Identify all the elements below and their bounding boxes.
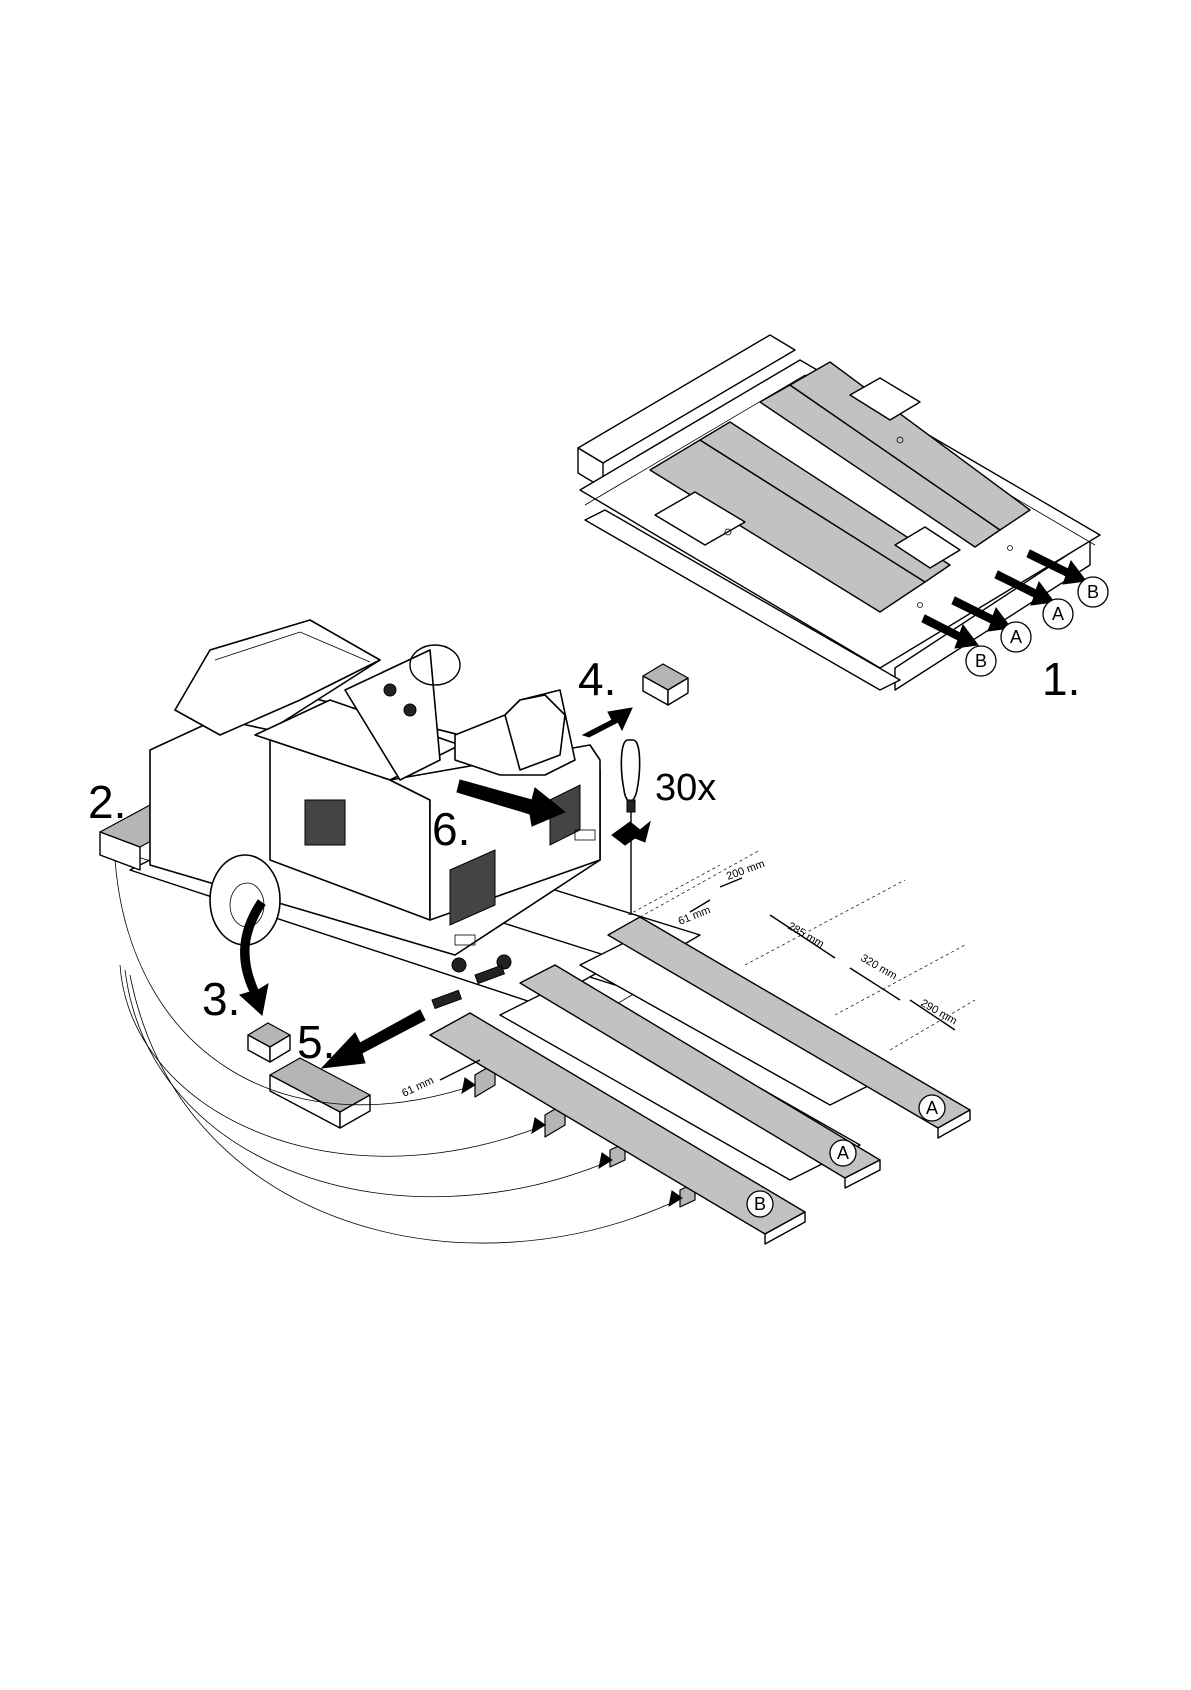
svg-text:A: A xyxy=(1010,627,1022,647)
dimension-61mm-bottom: 61 mm xyxy=(400,1075,436,1100)
step-2-label: 2. xyxy=(88,776,126,828)
svg-text:A: A xyxy=(1052,604,1064,624)
dimension-290mm: 290 mm xyxy=(919,997,959,1027)
pallet-plank-label-b: B xyxy=(1078,577,1108,607)
cooling-grille xyxy=(305,800,345,845)
dimension-200mm: 200 mm xyxy=(725,858,766,883)
step-4-label: 4. xyxy=(578,653,616,705)
svg-text:B: B xyxy=(1087,582,1099,602)
step-3-label: 3. xyxy=(202,973,240,1025)
svg-text:A: A xyxy=(926,1098,938,1118)
pallet-plank-label-a: A xyxy=(1043,599,1073,629)
svg-text:A: A xyxy=(837,1143,849,1163)
step-5-arrow xyxy=(322,1010,425,1068)
pallet-plank-label-a: A xyxy=(1001,622,1031,652)
step-6-label: 6. xyxy=(432,803,470,855)
screw-count-label: 30x xyxy=(655,767,716,809)
svg-text:B: B xyxy=(754,1194,766,1214)
pallet-plank-label-b: B xyxy=(966,646,996,676)
dimension-285mm: 285 mm xyxy=(786,920,826,950)
dimension-61mm-top: 61 mm xyxy=(677,904,713,928)
shipping-pallet-illustration: B A A B xyxy=(578,335,1108,690)
svg-text:B: B xyxy=(975,651,987,671)
screwdriver-icon xyxy=(612,740,650,915)
step-5-label: 5. xyxy=(297,1016,335,1068)
step-4-arrow xyxy=(583,708,632,737)
step-1-label: 1. xyxy=(1042,653,1080,705)
